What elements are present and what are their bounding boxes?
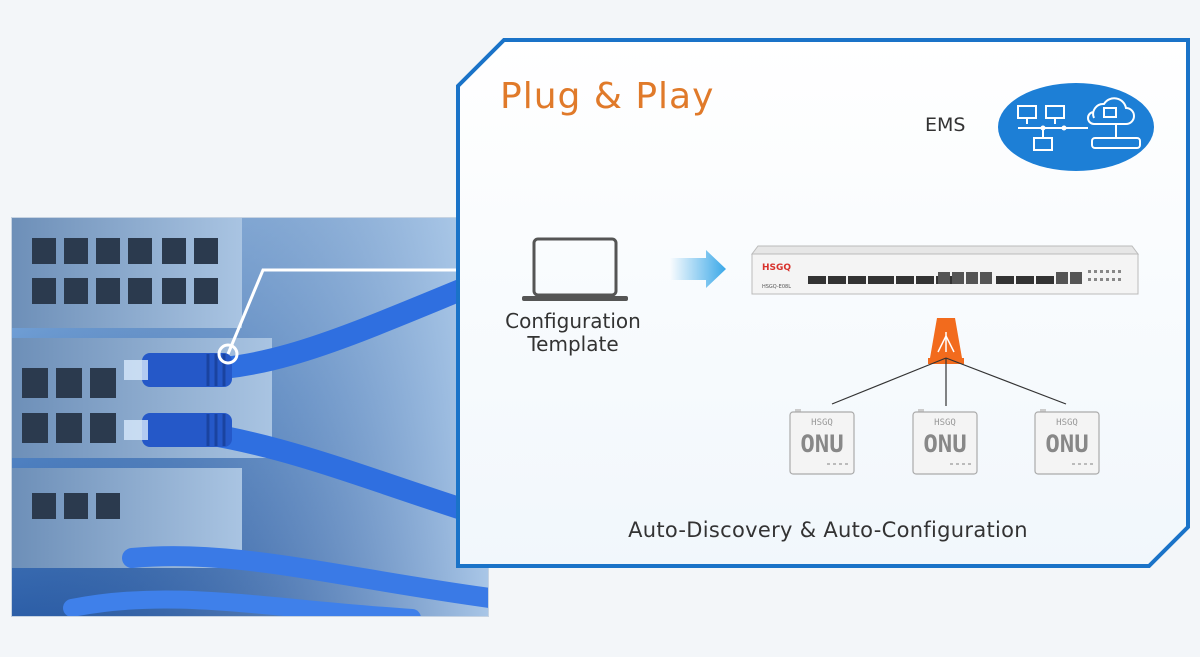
olt-model: HSGQ-E08L	[762, 284, 791, 290]
onu-brand: HSGQ	[811, 418, 833, 428]
onu-brand: HSGQ	[934, 418, 956, 428]
onu-device: HSGQ ONU	[912, 409, 978, 475]
laptop-icon	[522, 237, 628, 301]
network-cables-photo	[11, 217, 489, 617]
onu-label: ONU	[1045, 430, 1088, 458]
callout-connector	[217, 268, 465, 365]
config-label-line2: Template	[527, 332, 619, 356]
olt-brand: HSGQ	[762, 263, 791, 273]
onu-device: HSGQ ONU	[789, 409, 855, 475]
configuration-template-label: Configuration Template	[488, 310, 658, 356]
onu-label: ONU	[800, 430, 843, 458]
distribution-lines	[831, 357, 1067, 406]
auto-discovery-caption: Auto-Discovery & Auto-Configuration	[628, 518, 1028, 542]
page-title: Plug & Play	[500, 76, 715, 117]
onu-device: HSGQ ONU	[1034, 409, 1100, 475]
olt-device: HSGQ HSGQ-E08L	[751, 245, 1139, 295]
ems-label: EMS	[925, 114, 966, 136]
ems-network-icon	[998, 83, 1154, 171]
arrow-right-icon	[670, 250, 726, 288]
cables-illustration	[12, 218, 488, 616]
onu-label: ONU	[923, 430, 966, 458]
config-label-line1: Configuration	[505, 309, 641, 333]
onu-brand: HSGQ	[1056, 418, 1078, 428]
